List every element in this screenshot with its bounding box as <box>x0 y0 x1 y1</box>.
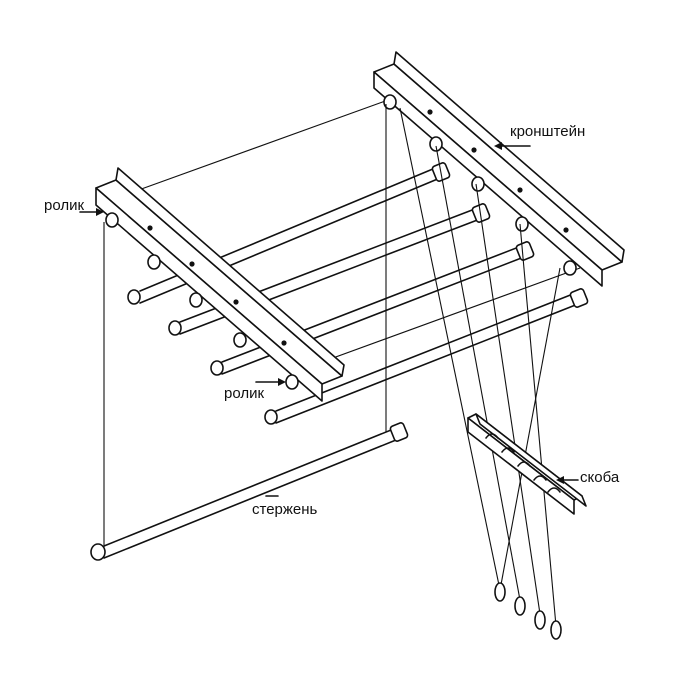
bracket-label: кронштейн <box>510 123 585 140</box>
top-wire-2 <box>299 267 581 371</box>
separate-rod <box>90 422 409 561</box>
pointers <box>79 142 579 497</box>
roller-label-bottom: ролик <box>224 385 264 402</box>
clip-label: скоба <box>580 469 620 486</box>
top-wire <box>121 99 389 197</box>
right-bracket <box>373 51 625 287</box>
cords <box>103 104 561 627</box>
left-bracket <box>95 167 345 402</box>
roller-label-left: ролик <box>44 197 84 214</box>
clip <box>467 413 587 515</box>
cord-weights <box>494 582 562 640</box>
rod-label: стержень <box>252 501 318 518</box>
